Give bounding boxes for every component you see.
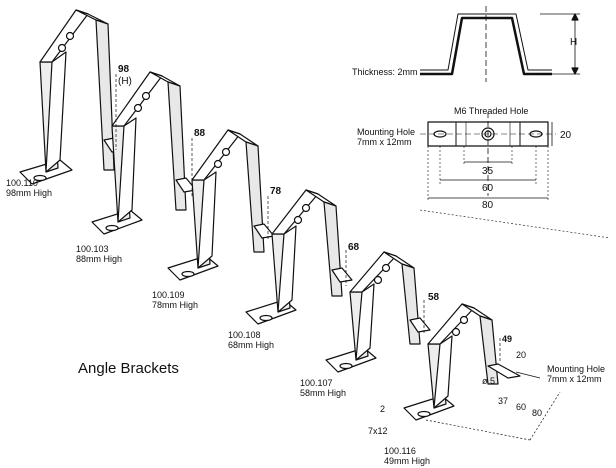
diagram-title: Angle Brackets [78, 360, 179, 377]
small-dim-37: 37 [498, 396, 509, 406]
profile-height-label: H [570, 37, 578, 48]
plan-dim-20: 20 [560, 130, 572, 141]
bracket-height-58: 58mm High [300, 388, 347, 398]
threaded-hole-label: M6 Threaded Hole [454, 106, 529, 116]
bracket-height-78: 78mm High [152, 300, 199, 310]
small-dim-2: 2 [380, 404, 386, 414]
small-dim-20: 20 [516, 350, 527, 360]
bracket-code-58: 100.107 [300, 378, 333, 388]
plan-dim-60: 60 [482, 183, 494, 194]
plan-view [419, 112, 611, 239]
bracket-98 [19, 9, 125, 185]
dim-68: 68 [348, 242, 360, 253]
bracket-code-98: 100.110 [6, 178, 38, 188]
thickness-label: Thickness: 2mm [352, 67, 418, 77]
bracket-58 [325, 251, 431, 373]
dim-98-h: (H) [118, 76, 132, 87]
bracket-68 [245, 189, 353, 325]
dim-98: 98 [118, 64, 130, 75]
bracket-49 [403, 303, 521, 421]
small-mounting-hole-line1: Mounting Hole [547, 364, 606, 374]
plan-mounting-hole-line2: 7mm x 12mm [357, 137, 412, 147]
profile-view [420, 6, 580, 82]
plan-mounting-hole-line1: Mounting Hole [357, 127, 416, 137]
dimension-lines [115, 74, 561, 441]
bracket-height-98: 98mm High [6, 188, 53, 198]
small-dim-7x12: 7x12 [368, 426, 388, 436]
plan-dim-35: 35 [482, 166, 494, 177]
bracket-78 [167, 129, 275, 281]
bracket-code-49: 100.116 [384, 446, 416, 456]
dim-88: 88 [194, 128, 206, 139]
small-dim-60: 60 [516, 402, 527, 412]
bracket-code-88: 100.103 [76, 244, 109, 254]
small-dim-80: 80 [532, 408, 543, 418]
bracket-height-49: 49mm High [384, 456, 431, 466]
small-mounting-hole-line2: 7mm x 12mm [547, 374, 602, 384]
plan-dim-80: 80 [482, 200, 494, 211]
dim-78: 78 [270, 186, 282, 197]
bracket-height-88: 88mm High [76, 254, 123, 264]
bracket-height-68: 68mm High [228, 340, 275, 350]
dim-49: 49 [502, 334, 513, 344]
bracket-code-68: 100.108 [228, 330, 261, 340]
bracket-code-78: 100.109 [152, 290, 185, 300]
dim-58: 58 [428, 292, 440, 303]
small-dim-5: ø 5 [482, 376, 496, 386]
